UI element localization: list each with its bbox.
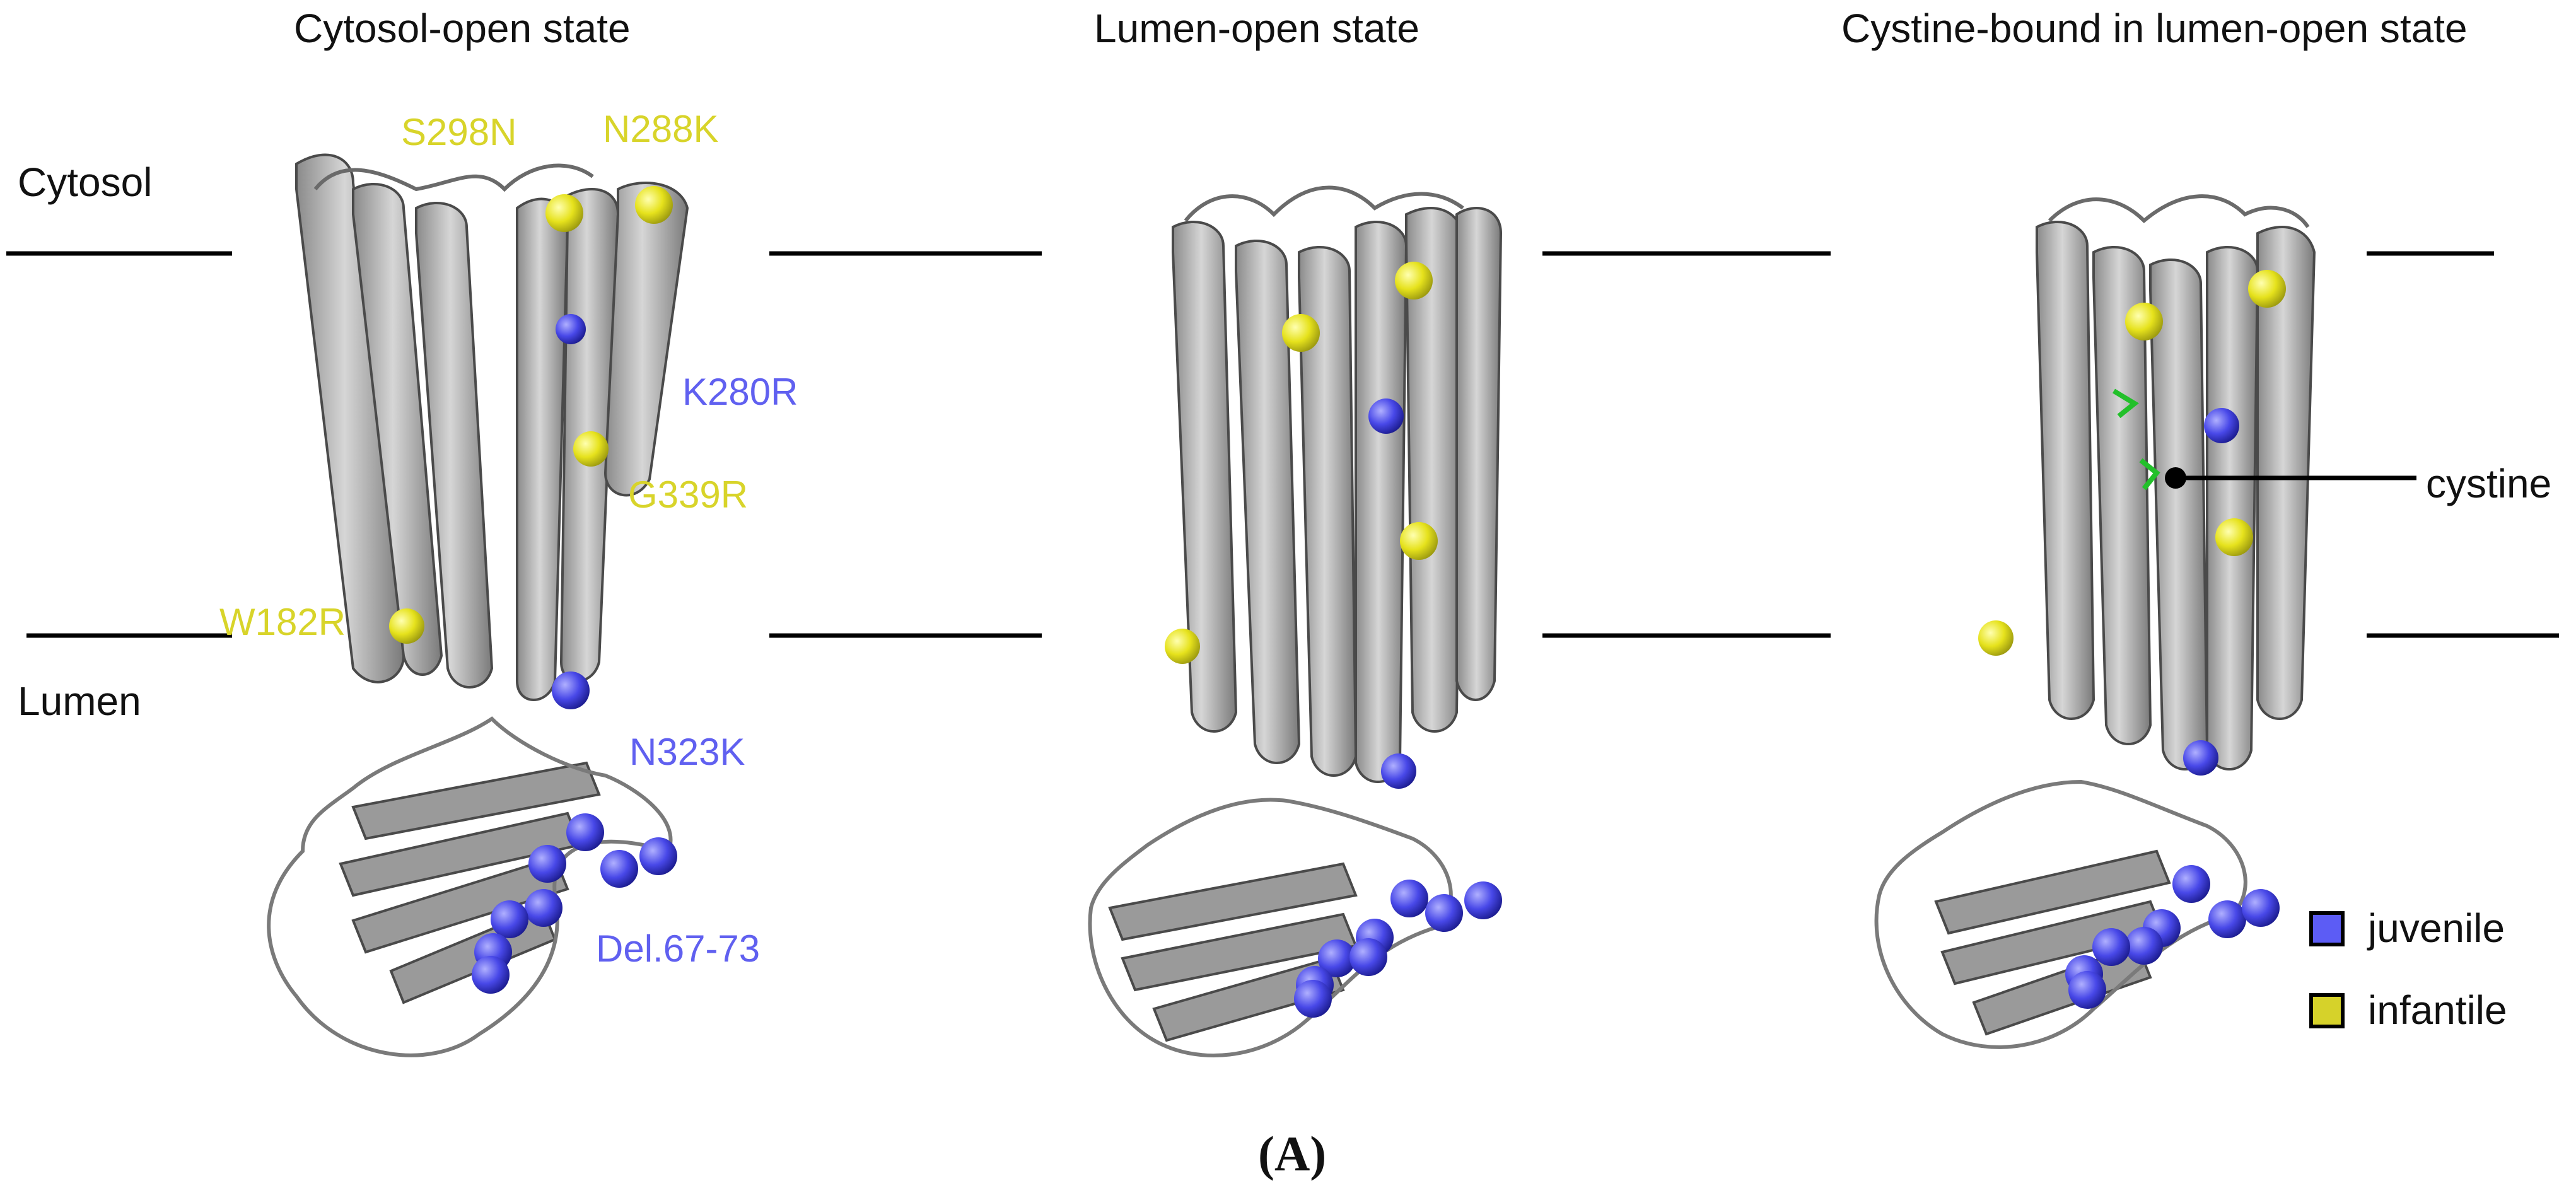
blue-sphere [491, 900, 528, 938]
yellow-sphere [2125, 303, 2163, 340]
mutation-spheres [389, 186, 2286, 1018]
blue-sphere [528, 845, 566, 883]
blue-sphere [639, 837, 677, 875]
panel-title-lumen-open: Lumen-open state [1094, 6, 1419, 51]
mutation-label-s298n: S298N [401, 111, 517, 153]
cytosol-label: Cytosol [18, 160, 153, 205]
cystine-ligand [2112, 388, 2160, 491]
blue-sphere [1390, 880, 1428, 917]
blue-sphere [556, 314, 586, 344]
legend-label-infantile: infantile [2368, 987, 2507, 1033]
cystine-label: cystine [2426, 461, 2552, 506]
blue-sphere [600, 850, 638, 888]
lumen-label: Lumen [18, 678, 141, 724]
yellow-sphere [1400, 522, 1438, 560]
yellow-sphere [573, 431, 609, 467]
blue-sphere [1425, 894, 1463, 932]
yellow-sphere [1282, 314, 1320, 352]
blue-sphere [2125, 927, 2163, 965]
blue-sphere [2172, 865, 2210, 903]
yellow-sphere [1395, 262, 1433, 299]
mutation-label-g339r: G339R [628, 474, 749, 516]
blue-sphere [1368, 398, 1404, 434]
blue-sphere [2092, 928, 2130, 966]
mutation-label-del67-73: Del.67-73 [596, 927, 761, 970]
mutation-label-n323k: N323K [629, 731, 745, 773]
legend-label-juvenile: juvenile [2368, 905, 2505, 951]
blue-sphere [2242, 889, 2280, 927]
cystine-pointer [2165, 467, 2416, 489]
protein-lumen-open [1088, 185, 1503, 1057]
membrane-lines [6, 251, 2559, 638]
legend-swatch-infantile [2309, 993, 2345, 1028]
yellow-sphere [1165, 629, 1200, 664]
blue-sphere [2204, 408, 2239, 443]
blue-sphere [566, 813, 604, 851]
yellow-sphere [2215, 518, 2253, 556]
yellow-sphere [545, 194, 583, 232]
blue-sphere [2068, 971, 2106, 1009]
blue-sphere [1349, 938, 1387, 976]
blue-sphere [472, 956, 510, 994]
yellow-sphere [2248, 270, 2286, 308]
yellow-sphere [635, 186, 673, 224]
blue-sphere [1294, 980, 1332, 1018]
yellow-sphere [389, 608, 424, 644]
mutation-label-k280r: K280R [682, 371, 798, 413]
legend-swatch-juvenile [2309, 911, 2345, 946]
blue-sphere [552, 671, 590, 709]
protein-cystine-bound [1874, 194, 2316, 1049]
blue-sphere [2183, 740, 2218, 776]
figure-caption: (A) [1258, 1126, 1327, 1181]
mutation-label-w182r: W182R [219, 601, 346, 643]
panel-title-cystine-bound: Cystine-bound in lumen-open state [1841, 6, 2468, 51]
blue-sphere [1381, 753, 1416, 789]
yellow-sphere [1978, 620, 2014, 656]
blue-sphere [1464, 881, 1502, 919]
mutation-label-n288k: N288K [603, 108, 719, 150]
blue-sphere [1318, 939, 1356, 977]
blue-sphere [2208, 900, 2246, 938]
panel-title-cytosol-open: Cytosol-open state [294, 6, 631, 51]
blue-sphere [525, 889, 562, 927]
